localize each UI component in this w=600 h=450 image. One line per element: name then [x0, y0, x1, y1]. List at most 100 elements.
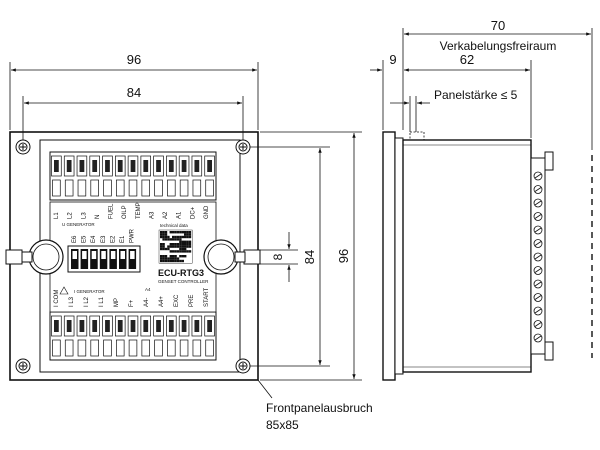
switch-label: E2: [110, 235, 116, 243]
bottom-terminal-label: I L2: [84, 296, 90, 307]
top-terminal: [204, 155, 215, 197]
switch-label: E1: [120, 235, 126, 243]
top-terminal-label: TEMP: [136, 202, 142, 219]
bottom-terminal-label: F+: [129, 299, 135, 307]
top-terminal-label: A1: [177, 211, 183, 219]
top-terminal: [127, 155, 139, 197]
clearance-total-value: 70: [491, 18, 505, 33]
bottom-group-label: I GENERATOR: [74, 289, 105, 294]
switch-label: PWR: [130, 228, 136, 243]
switch-label: E4: [91, 235, 97, 243]
bottom-terminal-label: I L1: [99, 296, 105, 307]
qr-code-icon: [158, 229, 193, 264]
cutout-leader: Frontpanelausbruch 85x85: [257, 379, 373, 432]
switch-label: E3: [101, 235, 107, 243]
bottom-terminal: [153, 315, 164, 357]
top-terminal: [63, 155, 75, 197]
top-terminal: [153, 155, 164, 197]
model-label: ECU-RTG3: [158, 268, 204, 278]
dim-width-overall: 96: [9, 52, 259, 130]
panel-thickness-label: Panelstärke ≤ 5: [434, 88, 518, 102]
bottom-terminal-label: MP: [114, 298, 120, 307]
cutout-label: Frontpanelausbruch: [266, 401, 373, 415]
top-terminal-label: A2: [163, 211, 169, 219]
dip-switch-lever: [110, 251, 116, 259]
bottom-terminal: [76, 315, 88, 357]
front-depth-value: 9: [389, 52, 396, 67]
bottom-terminal: [51, 315, 62, 357]
body-depth-value: 62: [460, 52, 474, 67]
bottom-mid-label: A4: [145, 287, 151, 292]
bottom-terminal: [89, 315, 100, 357]
top-terminal: [76, 155, 88, 197]
bottom-terminal: [102, 315, 113, 357]
side-bezel: [382, 131, 396, 381]
dim-height-holes: 84: [250, 146, 330, 367]
top-terminal-label: L3: [81, 212, 87, 219]
dim-width-holes: 84: [22, 85, 244, 140]
dim-panel-thickness: Panelstärke ≤ 5: [390, 88, 518, 132]
top-terminal-label: L2: [68, 212, 74, 219]
top-terminal: [114, 155, 126, 197]
bottom-terminal: [63, 315, 75, 357]
bottom-terminal-label: PRE: [189, 295, 195, 307]
side-body: [402, 139, 532, 373]
screw-bottom-left-icon: [15, 358, 31, 374]
dip-switch-lever: [130, 251, 135, 259]
bottom-terminal-label: A4+: [159, 296, 165, 307]
bottom-terminal-label: I L3: [69, 296, 75, 307]
width-overall-value: 96: [127, 52, 141, 67]
screw-top-left-icon: [15, 139, 31, 155]
bottom-terminal: [191, 315, 203, 357]
top-terminal: [178, 155, 190, 197]
dip-switch-block: [67, 245, 141, 273]
top-terminal: [166, 155, 177, 197]
bottom-terminal: [140, 315, 152, 357]
height-overall-value: 96: [336, 249, 351, 263]
left-mounting-knob-icon: [5, 239, 64, 275]
top-terminal-label: DC+: [190, 206, 196, 219]
technical-data-label: technical data: [160, 223, 188, 228]
side-panel-gap: [394, 137, 404, 375]
bottom-terminal: [114, 315, 126, 357]
screw-top-right-icon: [235, 139, 251, 155]
clearance-label: Verkabelungsfreiraum: [440, 39, 557, 53]
top-terminal-label: N: [95, 215, 101, 219]
top-group-label: U GENERATOR: [62, 222, 95, 227]
switch-label: E5: [82, 235, 88, 243]
dip-switch-lever: [91, 251, 97, 259]
top-terminal-label: GND: [204, 205, 210, 219]
screw-bottom-right-icon: [235, 358, 251, 374]
top-terminal: [191, 155, 203, 197]
side-plug-top-tab: [544, 151, 554, 171]
cutout-size: 85x85: [266, 418, 299, 432]
side-plug-bottom-tab: [544, 341, 554, 361]
bottom-terminal: [127, 315, 139, 357]
width-holes-value: 84: [127, 85, 141, 100]
dim-window-height: 8: [258, 232, 298, 282]
dim-clearance-total: 70 Verkabelungsfreiraum: [402, 18, 593, 150]
top-terminal: [89, 155, 100, 197]
bottom-terminal-label: START: [204, 288, 210, 307]
top-terminal: [51, 155, 62, 197]
warning-icon: [59, 286, 69, 295]
bottom-terminal: [204, 315, 215, 357]
bottom-terminal-label: A4-: [144, 298, 150, 307]
top-terminal: [102, 155, 113, 197]
window-height-value: 8: [271, 253, 285, 260]
model-subtitle: GENSET CONTROLLER: [158, 279, 209, 284]
top-terminal-label: L1: [54, 212, 60, 219]
right-mounting-knob-icon: [203, 239, 261, 275]
dip-switch-lever: [101, 251, 106, 259]
side-terminal-screws: [533, 171, 543, 343]
top-terminal-label: OILP: [122, 205, 128, 219]
dip-switch-lever: [120, 251, 125, 259]
bottom-terminal-label: I COM: [54, 290, 60, 307]
top-terminal-block: [49, 151, 217, 201]
